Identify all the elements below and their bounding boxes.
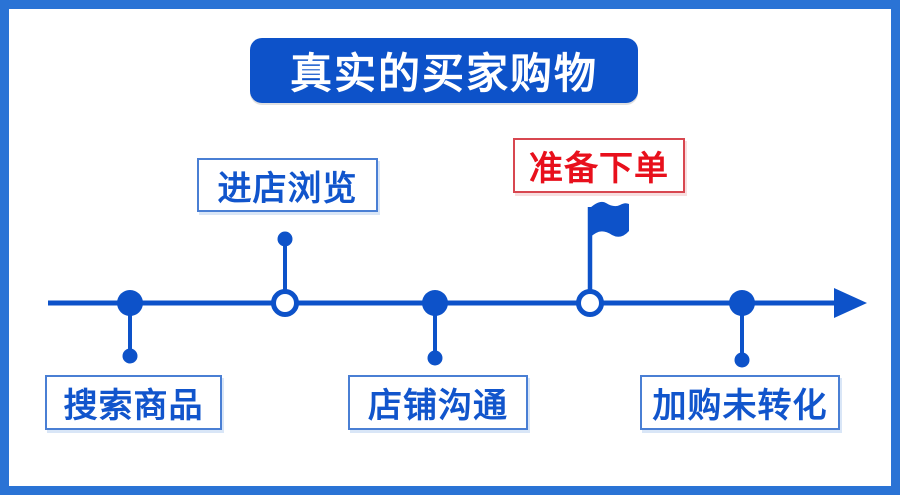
stage-3-node-dot xyxy=(422,290,448,316)
page-title: 真实的买家购物 xyxy=(250,38,638,103)
stage-label-visit-store: 进店浏览 xyxy=(197,158,378,212)
arrow-right-icon xyxy=(834,288,867,318)
stage-2-node-open-dot xyxy=(271,289,299,317)
stage-5-node-dot xyxy=(729,290,755,316)
stage-label-text: 加购未转化 xyxy=(652,387,828,425)
stage-2-end-dot xyxy=(277,231,293,247)
stage-label-cart-not-converted: 加购未转化 xyxy=(640,375,840,430)
stage-label-text: 店铺沟通 xyxy=(368,387,508,425)
stage-5-end-dot xyxy=(734,352,750,368)
stage-label-text: 进店浏览 xyxy=(217,169,358,208)
flag-icon xyxy=(588,201,629,239)
stage-label-text: 搜索商品 xyxy=(63,387,204,425)
stage-label-search-products: 搜索商品 xyxy=(45,375,222,430)
stage-1-node-dot xyxy=(117,290,143,316)
page-title-label: 真实的买家购物 xyxy=(289,50,598,97)
stage-1-end-dot xyxy=(122,348,138,364)
stage-4-node-open-dot xyxy=(576,289,604,317)
stage-label-store-communication: 店铺沟通 xyxy=(348,375,528,430)
stage-label-ready-to-order: 准备下单 xyxy=(513,138,685,193)
stage-label-text: 准备下单 xyxy=(529,150,669,188)
stage-3-end-dot xyxy=(427,350,443,366)
